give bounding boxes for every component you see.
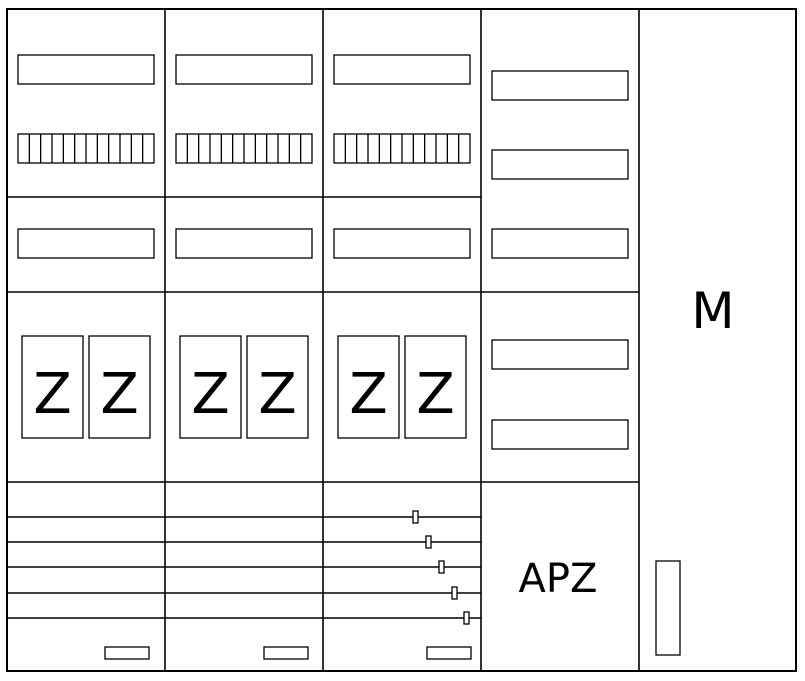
busbar-tap-5 [463, 611, 470, 625]
label-strip-col1-top [17, 54, 155, 85]
main-compartment-label: M [691, 282, 734, 340]
breaker-row-col3 [333, 133, 471, 164]
label-strip-col4-3 [491, 228, 629, 259]
meter-col3-right: Z [404, 335, 467, 439]
meter-label: Z [191, 362, 229, 427]
meter-label: Z [100, 362, 138, 427]
label-strip-col2-top [175, 54, 313, 85]
meter-col2-right: Z [246, 335, 309, 439]
label-strip-col2-mid [175, 228, 313, 259]
meter-col1-right: Z [88, 335, 151, 439]
main-compartment-handle [655, 560, 681, 656]
label-strip-col4-4 [491, 339, 629, 370]
busbar-tap-3 [438, 560, 445, 574]
busbar-tap-2 [425, 535, 432, 549]
terminal-slot-col1 [104, 646, 150, 660]
label-strip-col4-1 [491, 70, 629, 101]
meter-col1-left: Z [21, 335, 84, 439]
breaker-row-col1 [17, 133, 155, 164]
meter-label: Z [33, 362, 71, 427]
label-strip-col4-2 [491, 149, 629, 180]
board-frame [6, 8, 797, 672]
label-strip-col4-5 [491, 419, 629, 450]
label-strip-col3-mid [333, 228, 471, 259]
busbar-tap-1 [412, 510, 419, 524]
terminal-slot-col2 [263, 646, 309, 660]
busbar-tap-4 [451, 586, 458, 600]
meter-label: Z [349, 362, 387, 427]
terminal-slot-col3 [426, 646, 472, 660]
meter-label: Z [416, 362, 454, 427]
meter-label: Z [258, 362, 296, 427]
meter-col2-left: Z [179, 335, 242, 439]
meter-col3-left: Z [337, 335, 400, 439]
label-strip-col3-top [333, 54, 471, 85]
label-strip-col1-mid [17, 228, 155, 259]
apz-label: APZ [519, 556, 598, 602]
breaker-row-col2 [175, 133, 313, 164]
